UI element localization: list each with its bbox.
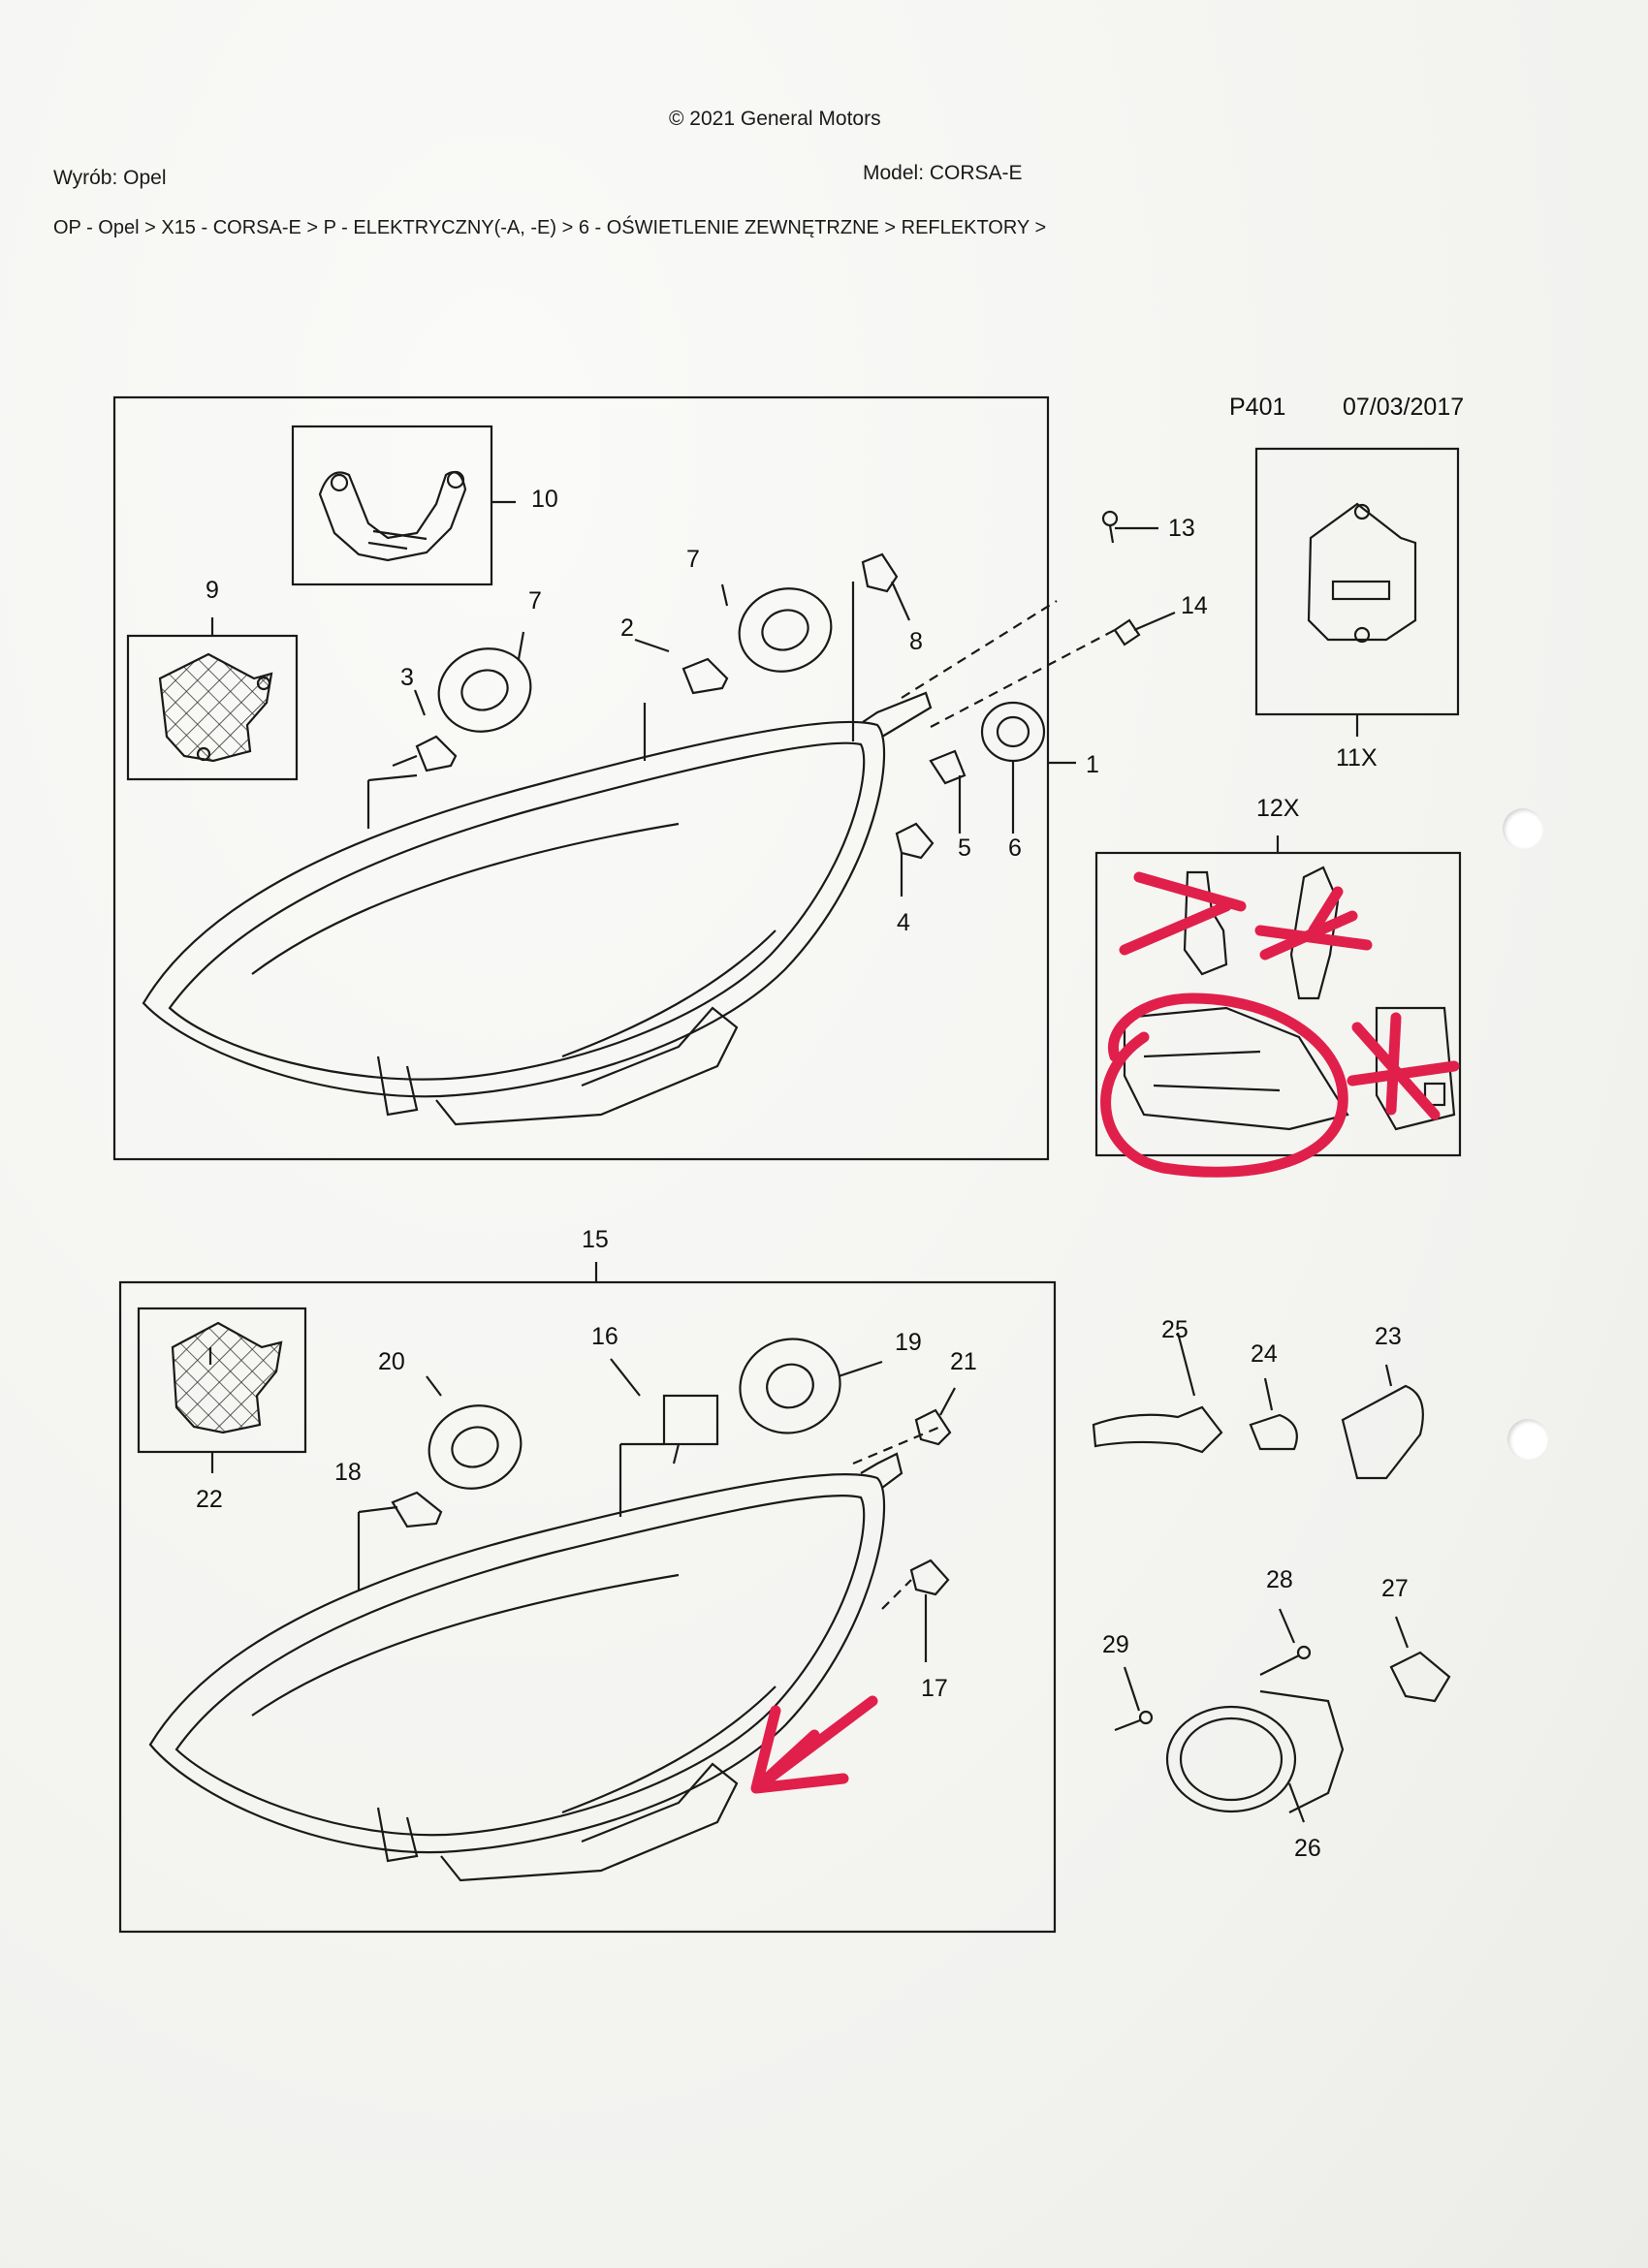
diagram-date: 07/03/2017: [1343, 394, 1464, 421]
model-label: Model: CORSA-E: [863, 162, 1023, 184]
callout-2: 2: [620, 614, 634, 642]
inset-box-22: [137, 1307, 307, 1454]
diagram-code: P401: [1229, 394, 1285, 421]
callout-3: 3: [400, 664, 414, 691]
callout-23: 23: [1375, 1323, 1402, 1350]
punch-hole: [1503, 808, 1543, 849]
socket-17: [909, 1559, 950, 1596]
cover-20: [428, 1404, 523, 1490]
callout-4: 4: [897, 909, 910, 936]
ballast-16: [662, 1394, 719, 1465]
bracket-part-10: [318, 470, 467, 562]
callout-7-right: 7: [686, 546, 700, 573]
bulb-3: [392, 735, 458, 772]
screw-29: [1114, 1710, 1154, 1732]
callout-28: 28: [1266, 1566, 1293, 1593]
copyright-text: © 2021 General Motors: [669, 108, 881, 130]
callout-8: 8: [909, 628, 923, 655]
callout-18: 18: [334, 1459, 362, 1486]
bulb-2: [681, 657, 729, 695]
callout-29: 29: [1102, 1631, 1129, 1658]
callout-12x: 12X: [1256, 795, 1300, 822]
marker-cross: [1254, 886, 1373, 961]
marker-annotations: [750, 871, 1460, 1794]
callout-15: 15: [582, 1226, 609, 1253]
callout-26: 26: [1294, 1835, 1321, 1862]
breadcrumb: OP - Opel > X15 - CORSA-E > P - ELEKTRYC…: [53, 217, 1047, 238]
bulb-24: [1249, 1413, 1298, 1451]
part-12-brackets: [1123, 866, 1456, 1131]
product-label: Wyrób: Opel: [53, 167, 167, 189]
bulb-27: [1389, 1651, 1451, 1703]
mesh-gasket-9: [158, 652, 273, 763]
callout-24: 24: [1251, 1340, 1278, 1368]
marker-circle: [1100, 992, 1348, 1178]
callout-17: 17: [921, 1675, 948, 1702]
marker-cross: [1119, 871, 1247, 956]
socket-8: [861, 552, 899, 593]
callout-16: 16: [591, 1323, 618, 1350]
screw-28: [1259, 1645, 1312, 1676]
socket-21: [914, 1408, 952, 1446]
callout-27: 27: [1381, 1575, 1409, 1602]
callout-25: 25: [1161, 1316, 1188, 1343]
lower-assembly-frame: [118, 1280, 1057, 1934]
inset-box-10: [291, 425, 493, 586]
marker-arrow: [750, 1695, 878, 1794]
callout-22: 22: [196, 1486, 223, 1513]
callout-20: 20: [378, 1348, 405, 1375]
callout-10: 10: [531, 486, 558, 513]
callout-7-left: 7: [528, 587, 542, 614]
cover-7-right: [738, 587, 833, 673]
callout-1: 1: [1086, 751, 1099, 778]
bulb-5: [929, 749, 967, 785]
callout-5: 5: [958, 835, 971, 862]
callout-13: 13: [1168, 515, 1195, 542]
punch-hole: [1507, 1419, 1548, 1460]
callout-19: 19: [895, 1329, 922, 1356]
cover-7-left: [437, 647, 532, 733]
cap-6: [980, 701, 1046, 763]
socket-4: [895, 822, 935, 860]
marker-cross: [1347, 1012, 1460, 1120]
clip-14: [1113, 618, 1141, 646]
callout-11x: 11X: [1336, 744, 1378, 772]
headlamp-upper: [142, 691, 933, 1126]
callout-6: 6: [1008, 835, 1022, 862]
screw-13: [1101, 510, 1119, 544]
bulb-18: [391, 1491, 443, 1528]
fog-lamp-26: [1165, 1689, 1345, 1813]
lens-23: [1341, 1384, 1424, 1480]
part-11: [1307, 502, 1417, 642]
callout-14: 14: [1181, 592, 1208, 619]
upper-assembly-frame: [112, 395, 1050, 1161]
harness-25: [1092, 1405, 1223, 1454]
callout-9: 9: [206, 577, 219, 604]
mesh-gasket-22: [171, 1321, 283, 1434]
callout-21: 21: [950, 1348, 977, 1375]
cover-19: [739, 1338, 841, 1434]
headlamp-lower: [148, 1452, 903, 1882]
